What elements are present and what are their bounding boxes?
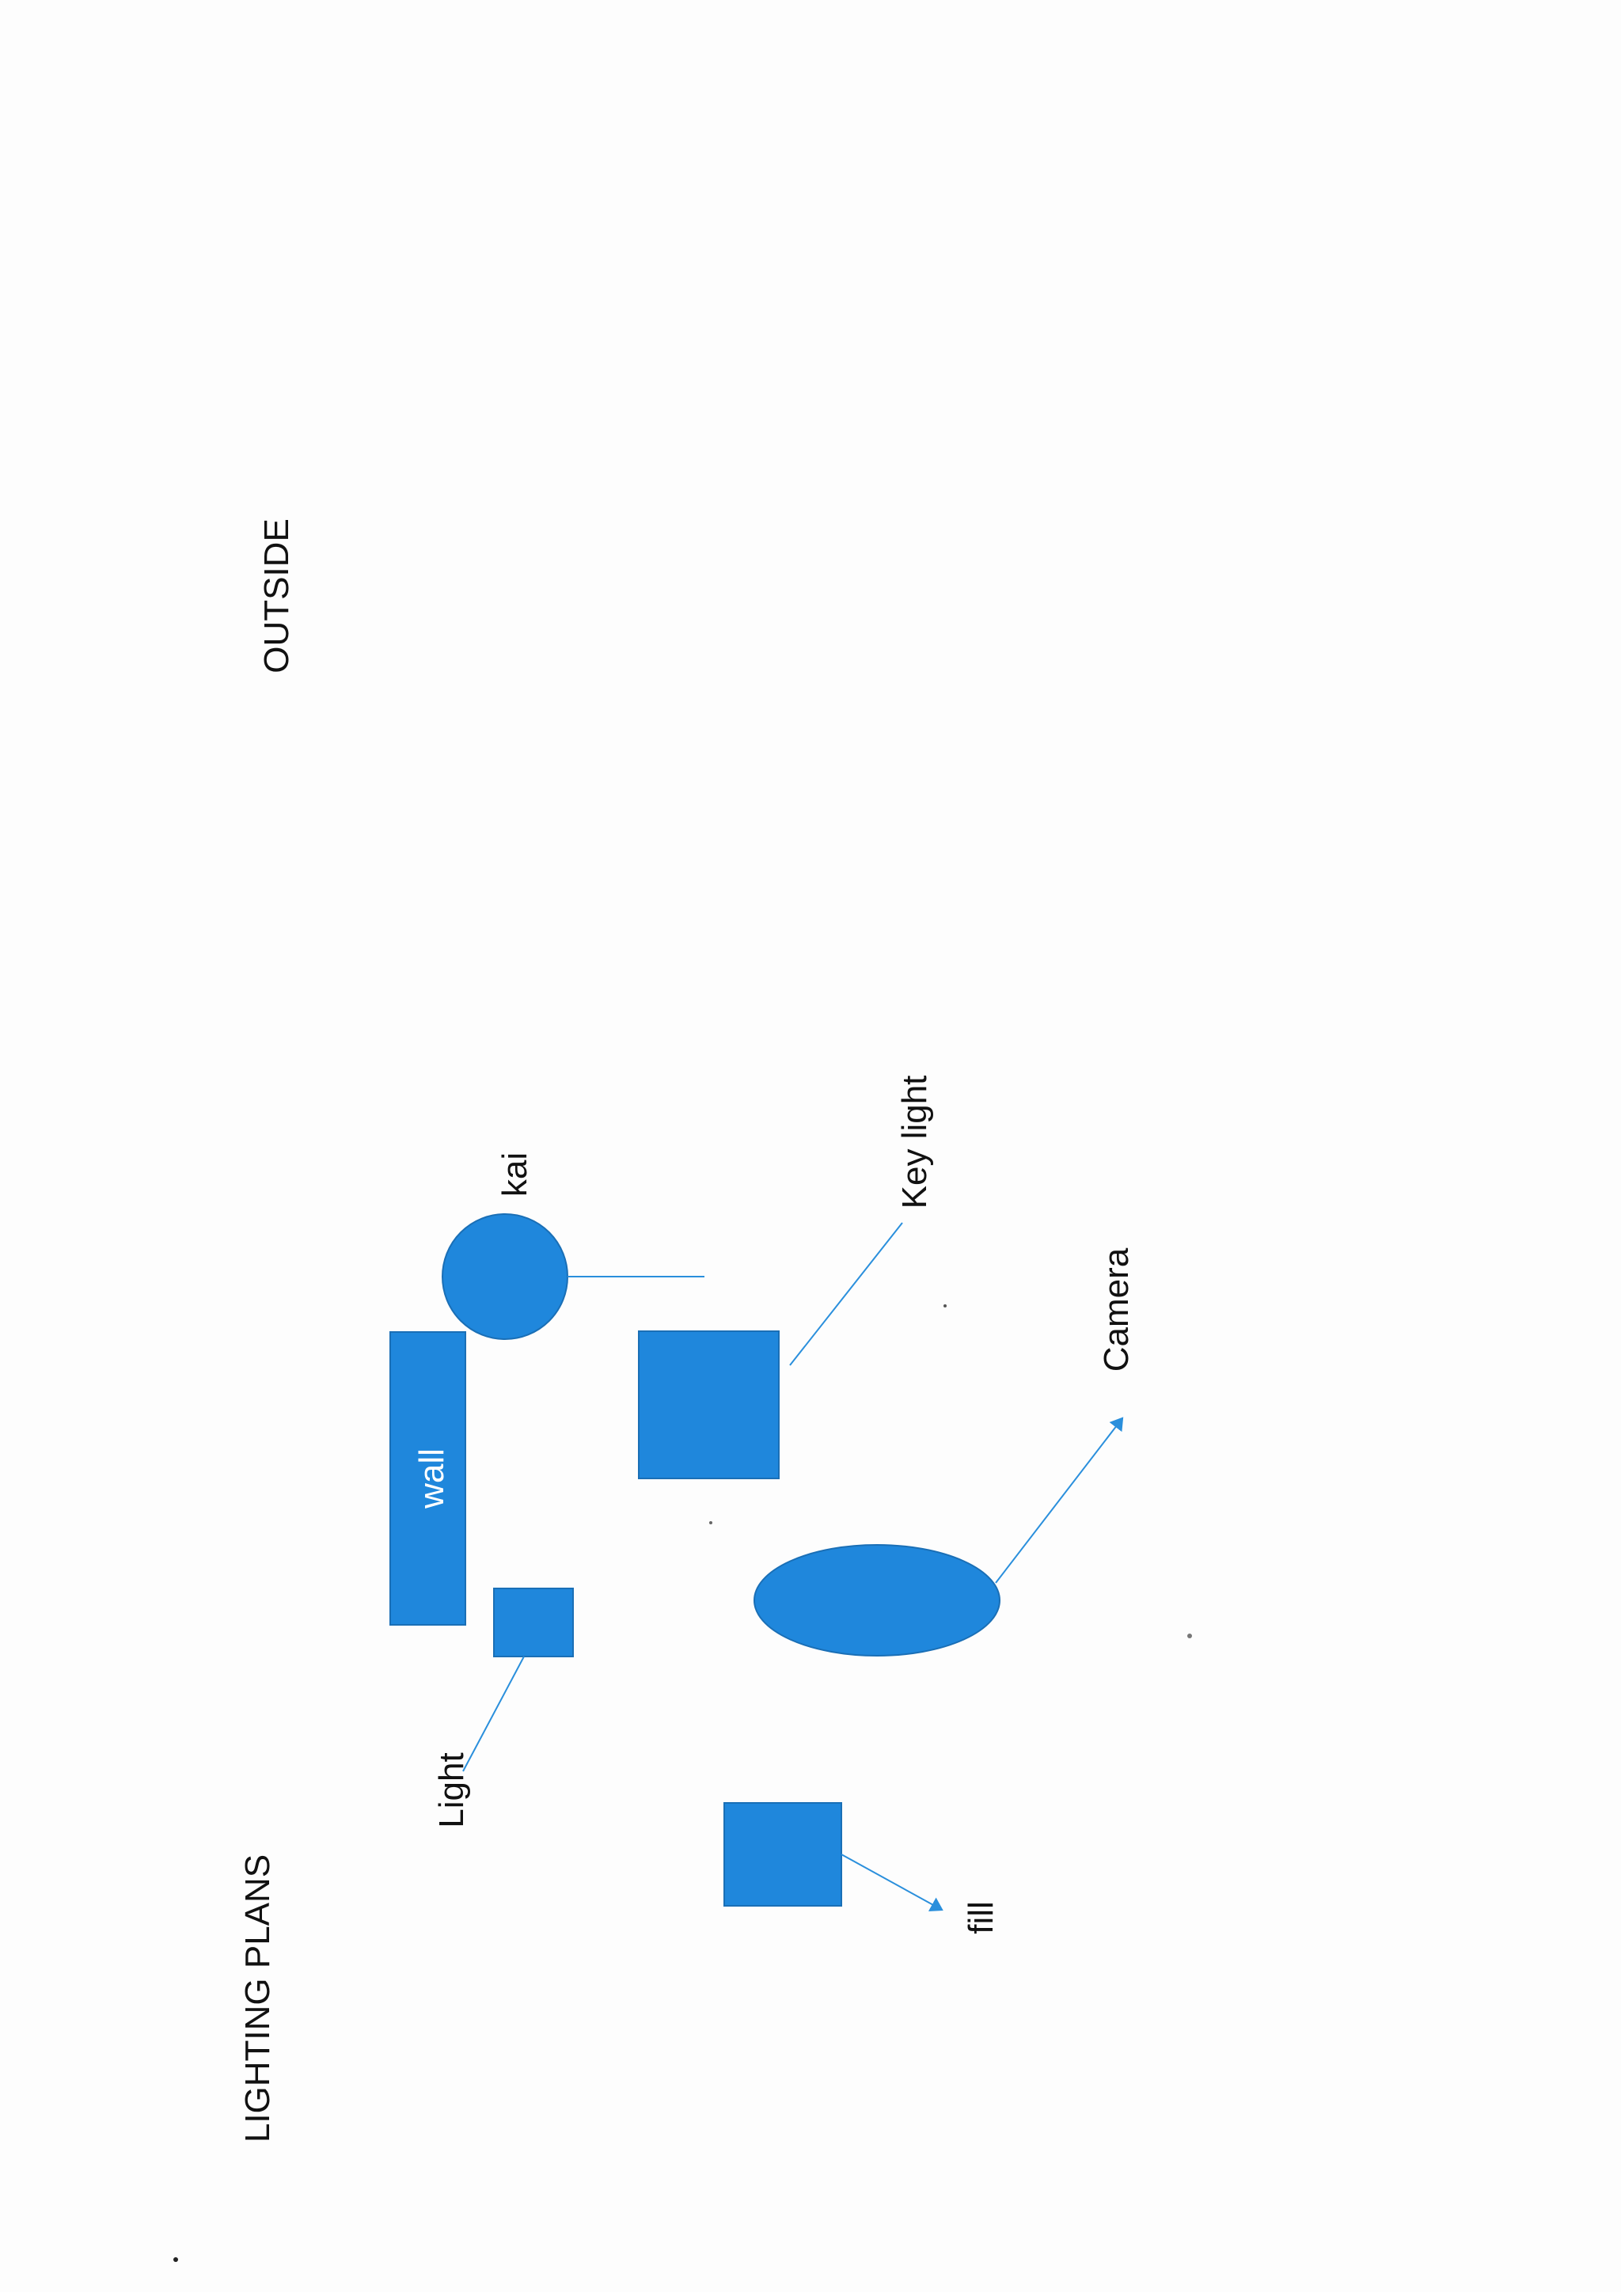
location-label: OUTSIDE [257,518,296,674]
light-connector [462,1656,525,1772]
camera-ellipse [754,1544,1000,1657]
light-box [493,1588,574,1657]
fill-label: fill [962,1901,1000,1934]
kai-circle [442,1213,568,1340]
scan-speck [1187,1634,1192,1638]
wall-shape [389,1331,466,1626]
wall-label: wall [412,1448,451,1509]
fill-arrow [841,1854,943,1911]
key-light-label: Key light [895,1076,934,1209]
light-label: Light [432,1752,471,1827]
scan-speck [173,2257,178,2262]
camera-label: Camera [1097,1247,1136,1372]
scan-speck [943,1304,947,1307]
key-light-connector [789,1222,903,1366]
fill-light-box [723,1802,842,1907]
kai-label: kai [495,1152,534,1197]
key-light-box [638,1330,780,1479]
scan-speck [709,1521,712,1524]
camera-arrow [995,1417,1124,1584]
page-title: LIGHTING PLANS [238,1854,277,2142]
